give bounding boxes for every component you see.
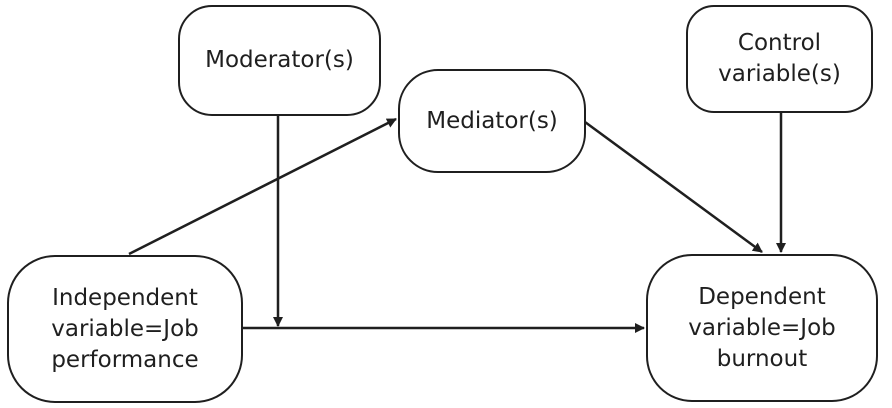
arrow-independent-to-mediator [128,117,397,256]
dependent-variable-node: Dependent variable=Job burnout [646,254,878,402]
independent-variable-node: Independent variable=Job performance [7,255,243,403]
control-variable-node: Control variable(s) [686,5,873,113]
mediator-node: Mediator(s) [398,69,586,173]
arrow-mediator-to-dependent [584,120,763,254]
control-variable-label: Control variable(s) [718,30,841,87]
independent-variable-label: Independent variable=Job performance [51,284,199,373]
moderator-label: Moderator(s) [205,47,354,73]
mediator-label: Mediator(s) [426,107,558,134]
moderator-node: Moderator(s) [178,5,381,116]
dependent-variable-label: Dependent variable=Job burnout [688,283,836,372]
